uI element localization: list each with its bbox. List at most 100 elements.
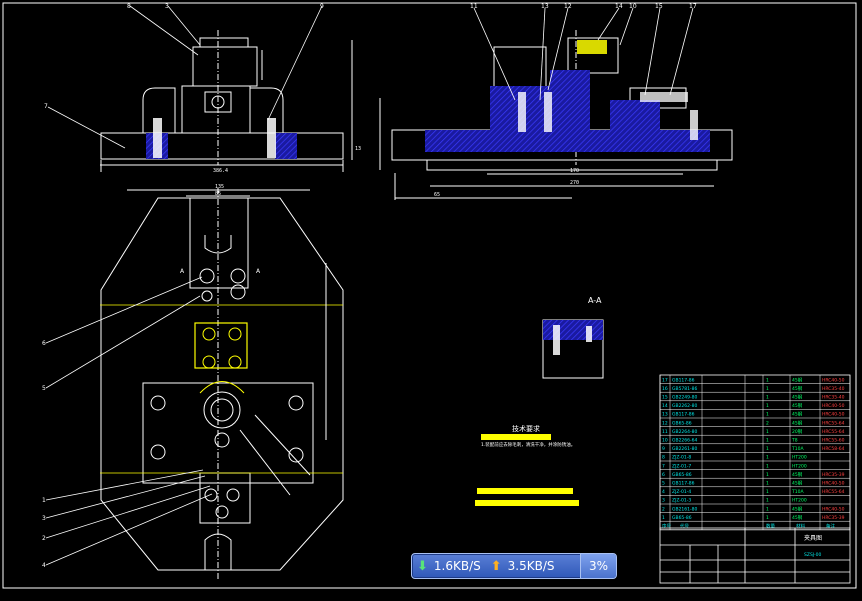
bom-no: 4 bbox=[662, 489, 665, 495]
bom-code: GB2262-80 bbox=[672, 403, 698, 409]
bom-material: 45钢 bbox=[792, 514, 803, 521]
bom-material: 45钢 bbox=[792, 505, 803, 512]
bom-material: 45钢 bbox=[792, 411, 803, 418]
balloon-12: 12 bbox=[564, 3, 572, 10]
yellow-note-bar-1 bbox=[477, 488, 573, 494]
bom-note: HRC55-64 bbox=[822, 489, 845, 495]
bom-material: HT200 bbox=[792, 498, 807, 504]
balloon-15: 15 bbox=[655, 3, 663, 10]
bom-note: HRC40-50 bbox=[822, 412, 845, 418]
bom-note: HRC55-64 bbox=[822, 429, 845, 435]
usage-percent: 3% bbox=[579, 554, 616, 578]
bom-code: GB2261-80 bbox=[672, 446, 698, 452]
bom-note: HRC35-40 bbox=[822, 386, 845, 392]
download-speed: 1.6KB/S bbox=[433, 559, 481, 573]
front-hatch-screw-left bbox=[153, 118, 162, 158]
bom-code: ZJZ-01-3 bbox=[672, 498, 691, 504]
bom-material: 45钢 bbox=[792, 385, 803, 392]
bom-no: 17 bbox=[662, 377, 668, 383]
plan-holes bbox=[150, 268, 304, 519]
dim-side-65: 65 bbox=[434, 192, 440, 198]
bom-qty: 1 bbox=[766, 498, 769, 504]
bom-no: 15 bbox=[662, 395, 668, 401]
bom-note: HRC55-60 bbox=[822, 438, 845, 444]
bom-code: ZJZ-01-7 bbox=[672, 463, 691, 469]
bom-material: T10A bbox=[791, 446, 804, 452]
balloon-13: 13 bbox=[541, 3, 549, 10]
bom-code: GB117-86 bbox=[672, 481, 695, 487]
side-handle bbox=[640, 92, 688, 102]
tech-requirements-title: 技术要求 bbox=[512, 424, 540, 433]
section-hatch bbox=[543, 320, 603, 340]
bom-qty: 1 bbox=[766, 472, 769, 478]
plan-section-mark-right: A bbox=[256, 268, 261, 275]
front-leaders bbox=[47, 5, 323, 149]
plan-yellow-holes bbox=[199, 327, 245, 394]
bom-qty: 1 bbox=[766, 386, 769, 392]
bom-qty: 1 bbox=[766, 463, 769, 469]
balloon-2: 2 bbox=[42, 535, 46, 542]
upload-speed: 3.5KB/S bbox=[507, 559, 555, 573]
bom-header-note: 备注 bbox=[826, 523, 835, 530]
balloon-14: 14 bbox=[615, 3, 623, 10]
front-view bbox=[100, 30, 353, 172]
balloon-10: 10 bbox=[629, 3, 637, 10]
bom-no: 14 bbox=[662, 403, 668, 409]
bom-no: 6 bbox=[662, 472, 665, 478]
bom-qty: 1 bbox=[766, 506, 769, 512]
bom-note: HRC40-50 bbox=[822, 403, 845, 409]
bom-no: 3 bbox=[662, 498, 665, 504]
bom-no: 2 bbox=[662, 506, 665, 512]
bom-note: HRC40-50 bbox=[822, 377, 845, 383]
bom-no: 16 bbox=[662, 386, 668, 392]
balloon-7: 7 bbox=[44, 103, 48, 110]
bom-code: GB2264-80 bbox=[672, 429, 698, 435]
section-screw-2 bbox=[586, 326, 592, 342]
dim-plan-135: 135 bbox=[215, 184, 224, 190]
bom-code: GB2161-80 bbox=[672, 506, 698, 512]
drawing-border bbox=[2, 2, 857, 589]
bom-qty: 1 bbox=[766, 515, 769, 521]
bom-code: GB5781-86 bbox=[672, 386, 698, 392]
bom-no: 1 bbox=[662, 515, 665, 521]
side-hatch-right bbox=[610, 100, 660, 130]
balloon-4: 4 bbox=[42, 562, 46, 569]
dim-front-height: 13 bbox=[355, 146, 361, 152]
download-segment: ⬇ 1.6KB/S bbox=[412, 554, 486, 578]
bom-material: 45钢 bbox=[792, 376, 803, 383]
network-speed-meter[interactable]: ⬇ 1.6KB/S ⬆ 3.5KB/S 3% bbox=[411, 553, 617, 579]
bom-code: GB65-86 bbox=[672, 515, 692, 521]
bom-qty: 1 bbox=[766, 438, 769, 444]
bom-note: HRC55-64 bbox=[822, 420, 845, 426]
bom-material: 45钢 bbox=[792, 394, 803, 401]
bom-code: GB65-86 bbox=[672, 420, 692, 426]
yellow-note-bar-2 bbox=[475, 500, 579, 506]
bom-note: HRC40-50 bbox=[822, 506, 845, 512]
bom-material: 45钢 bbox=[792, 419, 803, 426]
bom-no: 13 bbox=[662, 412, 668, 418]
upload-segment: ⬆ 3.5KB/S bbox=[486, 554, 560, 578]
front-hatch-screw-right bbox=[267, 118, 276, 158]
bom-qty: 1 bbox=[766, 429, 769, 435]
bom-code: ZJZ-01-8 bbox=[672, 455, 691, 461]
side-screw bbox=[518, 92, 526, 132]
bom-header-material: 材料 bbox=[796, 523, 805, 530]
bom-note: HRC35-40 bbox=[822, 395, 845, 401]
bom-no: 10 bbox=[662, 438, 668, 444]
title-block bbox=[659, 527, 851, 584]
bom-code: GB2266-64 bbox=[672, 438, 698, 444]
tech-requirements-line: 1.装配前应去除毛刺，清洗干净，并涂防锈油。 bbox=[481, 441, 575, 448]
bom-qty: 1 bbox=[766, 455, 769, 461]
bom-code: GB2249-80 bbox=[672, 395, 698, 401]
side-screw-2 bbox=[544, 92, 552, 132]
bom-note: HRC40-50 bbox=[822, 481, 845, 487]
side-hatch-body bbox=[550, 70, 590, 130]
bom-code: GB65-86 bbox=[672, 472, 692, 478]
bom-header-qty: 数量 bbox=[766, 523, 775, 530]
bom-qty: 1 bbox=[766, 412, 769, 418]
bom-note: HRC35-39 bbox=[822, 515, 845, 521]
bom-qty: 1 bbox=[766, 446, 769, 452]
balloon-9: 9 bbox=[320, 3, 324, 10]
side-screw-right bbox=[690, 110, 698, 140]
